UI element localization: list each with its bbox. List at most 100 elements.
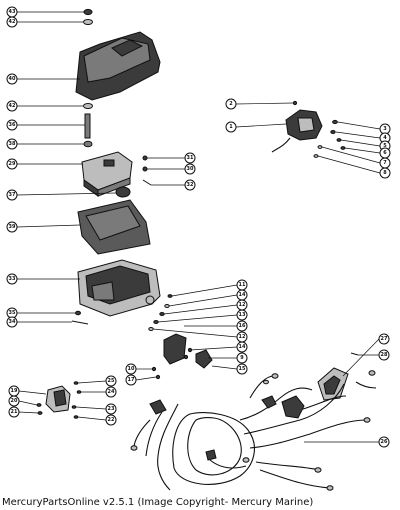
- leader-lines: [16, 11, 381, 443]
- svg-text:25: 25: [108, 378, 115, 384]
- svg-text:28: 28: [381, 352, 388, 358]
- callout-8: 8: [379, 167, 391, 179]
- svg-text:38: 38: [9, 141, 16, 147]
- svg-text:33: 33: [9, 276, 16, 282]
- svg-text:27: 27: [381, 336, 388, 342]
- callout-10: 10: [125, 363, 137, 375]
- callout-35: 35: [6, 307, 18, 319]
- callout-24: 24: [105, 386, 117, 398]
- callout-28: 28: [378, 349, 390, 361]
- part-37-plug: [115, 186, 131, 198]
- svg-text:17: 17: [128, 377, 135, 383]
- callout-2: 2: [225, 98, 237, 110]
- copyright-footer: MercuryPartsOnline v2.5.1 (Image Copyrig…: [2, 497, 314, 508]
- svg-text:9: 9: [240, 355, 244, 361]
- callout-12-top: 12: [236, 299, 248, 311]
- svg-text:8: 8: [383, 170, 387, 176]
- part-35-34-fasteners: [71, 310, 89, 325]
- part-1-stator-assembly: [271, 100, 323, 153]
- callout-32: 32: [184, 179, 196, 191]
- part-16-bracket: [163, 333, 187, 365]
- svg-text:1: 1: [229, 124, 233, 130]
- callout-4: 4: [379, 132, 391, 144]
- part-43-nut: [83, 8, 93, 16]
- callout-43: 43: [6, 6, 18, 18]
- svg-text:35: 35: [9, 310, 16, 316]
- callout-15: 15: [236, 363, 248, 375]
- part-39-plate: [77, 199, 151, 255]
- part-11-13-washers: [148, 294, 173, 331]
- part-40-cover: [75, 31, 161, 101]
- part-19-solenoid: [36, 385, 71, 415]
- callout-30: 30: [184, 163, 196, 175]
- svg-text:22: 22: [108, 417, 115, 423]
- callout-1: 1: [225, 121, 237, 133]
- part-29-rectifier: [81, 151, 133, 197]
- svg-text:37: 37: [9, 192, 16, 198]
- svg-text:43: 43: [9, 9, 16, 15]
- callout-34: 34: [6, 316, 18, 328]
- callout-39: 39: [6, 221, 18, 233]
- svg-text:31: 31: [187, 155, 194, 161]
- callout-21: 21: [8, 406, 20, 418]
- callout-13: 13: [236, 309, 248, 321]
- callout-16: 16: [236, 320, 248, 332]
- svg-text:24: 24: [108, 389, 115, 395]
- part-36-stud: [84, 113, 91, 139]
- svg-text:30: 30: [187, 166, 194, 172]
- callout-22: 22: [105, 414, 117, 426]
- callout-40: 40: [6, 73, 18, 85]
- part-38-grommet: [83, 140, 93, 148]
- svg-text:34: 34: [9, 319, 16, 325]
- svg-text:13: 13: [239, 312, 246, 318]
- svg-text:20: 20: [11, 398, 18, 404]
- callout-36: 36: [6, 119, 18, 131]
- callout-25: 25: [105, 375, 117, 387]
- svg-text:32: 32: [187, 182, 194, 188]
- svg-text:3: 3: [383, 126, 387, 132]
- part-23-25-hardware: [71, 381, 82, 419]
- svg-text:16: 16: [239, 323, 246, 329]
- svg-text:5: 5: [383, 143, 387, 149]
- svg-text:6: 6: [383, 150, 387, 156]
- callout-38: 38: [6, 138, 18, 150]
- svg-text:29: 29: [9, 161, 16, 167]
- part-42-washer-bottom: [83, 103, 93, 109]
- svg-text:36: 36: [9, 122, 16, 128]
- svg-text:7: 7: [383, 160, 387, 166]
- callout-7: 7: [379, 157, 391, 169]
- svg-text:40: 40: [9, 76, 16, 82]
- svg-text:19: 19: [11, 388, 18, 394]
- part-31-30-32-screws: [142, 155, 152, 186]
- callout-14-bottom: 14: [236, 341, 248, 353]
- callout-26: 26: [378, 436, 390, 448]
- svg-text:42: 42: [9, 103, 16, 109]
- svg-text:12: 12: [239, 302, 246, 308]
- svg-text:14: 14: [239, 344, 246, 350]
- callout-37: 37: [6, 189, 18, 201]
- part-3-8-small-hardware: [313, 119, 346, 158]
- callout-33: 33: [6, 273, 18, 285]
- svg-text:21: 21: [11, 409, 18, 415]
- callout-42-top: 42: [6, 16, 18, 28]
- callout-17: 17: [125, 374, 137, 386]
- callout-23: 23: [105, 403, 117, 415]
- callout-9: 9: [236, 352, 248, 364]
- svg-text:14: 14: [239, 292, 246, 298]
- svg-text:15: 15: [239, 366, 246, 372]
- svg-text:4: 4: [383, 135, 387, 141]
- svg-text:2: 2: [229, 101, 233, 107]
- callout-42-bottom: 42: [6, 100, 18, 112]
- svg-text:26: 26: [381, 439, 388, 445]
- part-42-washer-top: [83, 19, 93, 25]
- part-10-17-screws: [151, 366, 161, 380]
- svg-text:10: 10: [128, 366, 135, 372]
- callout-19: 19: [8, 385, 20, 397]
- svg-text:12: 12: [239, 334, 246, 340]
- callout-20: 20: [8, 395, 20, 407]
- svg-text:39: 39: [9, 224, 16, 230]
- callout-12-bottom: 12: [236, 331, 248, 343]
- callout-14-top: 14: [236, 289, 248, 301]
- callout-29: 29: [6, 158, 18, 170]
